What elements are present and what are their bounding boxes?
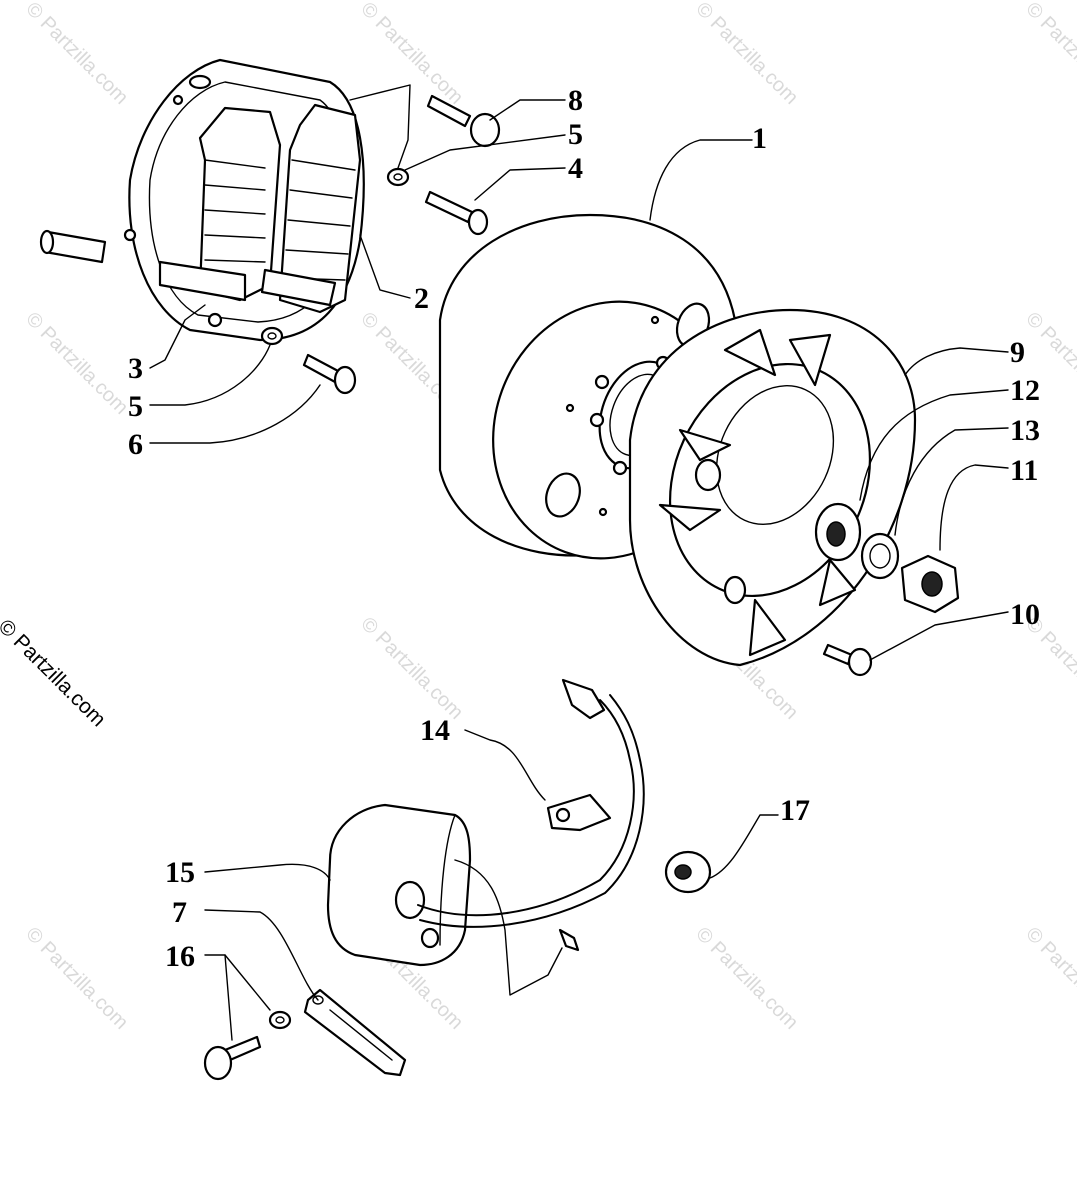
callout-4: 4 (568, 152, 583, 185)
watermark: © Partzilla.com (21, 0, 132, 109)
fan (628, 308, 917, 667)
washer-13 (860, 532, 900, 580)
callout-12: 12 (1010, 374, 1040, 407)
leader-dash (349, 84, 411, 169)
callout-5-top: 5 (568, 118, 583, 151)
leader-lines (149, 99, 1009, 1041)
callout-14: 14 (420, 714, 450, 747)
watermark: © Partzilla.com (356, 613, 467, 724)
callout-17: 17 (780, 794, 810, 827)
screw-6 (302, 353, 357, 395)
watermark: © Partzilla.com (356, 0, 467, 109)
ignition-coil-15 (326, 803, 472, 967)
watermark: © Partzilla.com (21, 923, 132, 1034)
nut-11 (900, 554, 960, 614)
callout-5-bottom: 5 (128, 390, 143, 423)
clamp-14 (546, 793, 612, 832)
lock-washer-16 (268, 1010, 292, 1030)
washer-12 (814, 502, 862, 562)
callout-7: 7 (172, 896, 187, 929)
callout-3: 3 (128, 352, 143, 385)
callout-6: 6 (128, 428, 143, 461)
bracket-7 (303, 988, 407, 1077)
screw-8 (426, 94, 501, 148)
screw-4 (424, 190, 489, 236)
high-tension-lead (417, 678, 645, 996)
callout-10: 10 (1010, 598, 1040, 631)
watermark: © Partzilla.com (21, 308, 132, 419)
callout-2: 2 (414, 282, 429, 315)
watermark: © Partzilla.com (691, 0, 802, 109)
watermark: © Partzilla.com (691, 923, 802, 1034)
screw-16 (203, 1035, 262, 1081)
watermark: © Partzilla.com (1021, 923, 1077, 1034)
callout-13: 13 (1010, 414, 1040, 447)
callout-1: 1 (752, 122, 767, 155)
grommet-17 (664, 850, 712, 894)
stator-coil-right (260, 103, 362, 314)
watermark: © Partzilla.com (1021, 0, 1077, 109)
lock-washer-5-top (386, 167, 410, 187)
stator-coil-left (158, 106, 282, 302)
lock-washer-5-bottom (260, 326, 284, 346)
callout-11: 11 (1010, 454, 1038, 487)
callout-15: 15 (165, 856, 195, 889)
callout-8: 8 (568, 84, 583, 117)
callout-16: 16 (165, 940, 195, 973)
callouts: 1 2 3 4 5 5 6 7 8 9 10 11 12 13 14 15 16… (128, 84, 1040, 973)
screw-10 (822, 643, 873, 677)
callout-9: 9 (1010, 336, 1025, 369)
